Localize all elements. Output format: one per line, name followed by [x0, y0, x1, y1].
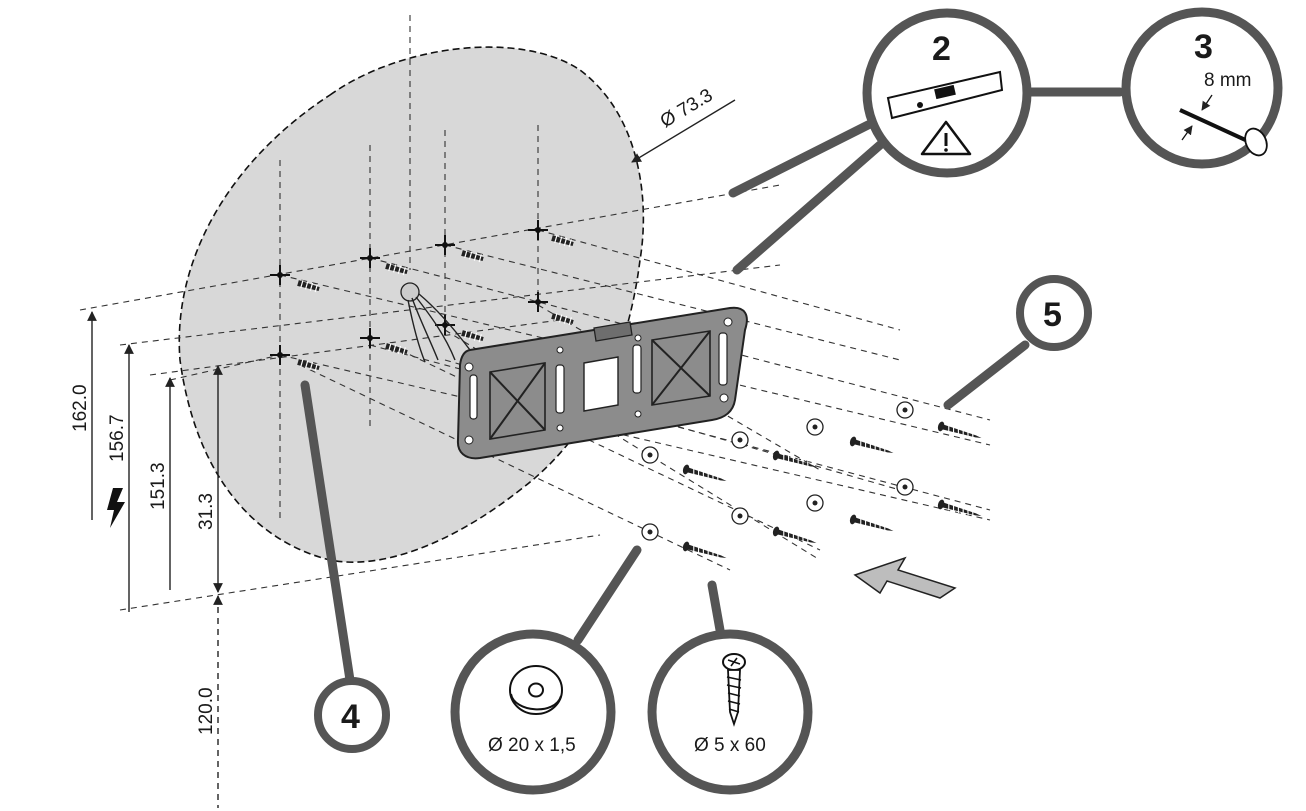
dimension-31: 31.3 [196, 493, 217, 530]
direction-arrow-icon [853, 556, 957, 599]
cutout-diameter-label: Ø 73.3 [657, 85, 717, 132]
wall-area [178, 46, 645, 563]
screws [681, 420, 984, 564]
washer-size-label: Ø 20 x 1,5 [488, 735, 576, 756]
dimension-120: 120.0 [196, 687, 217, 735]
washer-icon [509, 665, 563, 715]
screw-icon [722, 653, 746, 727]
step-4-callout: 4 [314, 677, 390, 753]
screw-detail-callout: Ø 5 x 60 [647, 629, 813, 795]
washer-detail-callout: Ø 20 x 1,5 [450, 629, 616, 795]
mounting-plate [456, 306, 748, 460]
step-5-callout: 5 [1016, 275, 1092, 351]
screw-size-label: Ø 5 x 60 [694, 735, 766, 756]
callout-lines [300, 87, 1125, 685]
step-2-number: 2 [932, 30, 951, 68]
warning-triangle-icon [920, 120, 972, 156]
dimension-162: 162.0 [70, 384, 91, 432]
cable-outlet [400, 282, 471, 363]
drill-bit-icon [1179, 94, 1268, 157]
cutout-diameter-annotation: Ø 73.3 [631, 85, 736, 163]
step-4-number: 4 [341, 698, 360, 736]
spirit-level-icon [886, 70, 1004, 120]
step-3-number: 3 [1194, 28, 1213, 66]
lightning-hazard-icon [107, 488, 125, 528]
dimension-151: 151.3 [148, 462, 169, 510]
step-5-number: 5 [1043, 296, 1062, 334]
step-3-callout: 3 8 mm [1121, 7, 1283, 169]
dimension-156: 156.7 [107, 414, 128, 462]
drill-size-label: 8 mm [1204, 70, 1252, 91]
vertical-dimensions: 162.0 156.7 151.3 31.3 120.0 [70, 311, 223, 808]
step-2-callout: 2 [862, 8, 1032, 178]
